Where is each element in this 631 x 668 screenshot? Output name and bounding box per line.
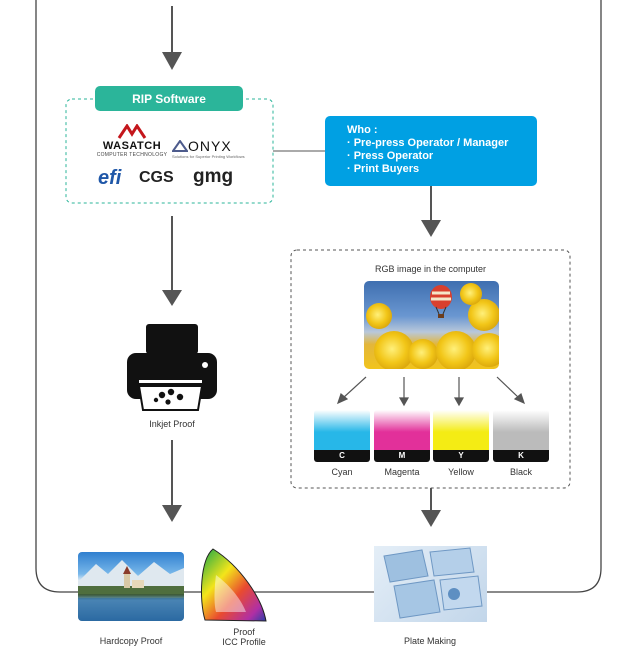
icc-label-line2: ICC Profile <box>222 637 266 647</box>
cyan-label: Cyan <box>331 467 353 477</box>
hot-air-balloon-icon <box>430 285 452 318</box>
hardcopy-proof-label: Hardcopy Proof <box>99 636 163 646</box>
who-heading: Who : <box>347 124 378 136</box>
onyx-logo: ONYX Solutions for Superior Printing Wor… <box>172 138 246 160</box>
magenta-label: Magenta <box>384 467 420 477</box>
wasatch-name: WASATCH <box>102 140 162 152</box>
separation-arrows <box>337 376 525 407</box>
arrow-printer-hardcopy-head <box>162 505 182 522</box>
wasatch-tagline: COMPUTER TECHNOLOGY <box>96 152 168 158</box>
onyx-mark-icon <box>172 140 188 152</box>
black-swatch <box>493 410 549 450</box>
printing-plate-icon <box>383 547 483 619</box>
rgb-photo <box>364 281 499 369</box>
black-label: Black <box>509 467 532 477</box>
yellow-label: Yellow <box>448 467 474 477</box>
color-gamut-icon <box>201 548 267 622</box>
separation-yellow: Y <box>433 410 489 462</box>
arrow-rgb-plate-head <box>421 510 441 527</box>
inkjet-proof-label: Inkjet Proof <box>149 419 195 429</box>
who-item-prepress: · Pre-press Operator / Manager <box>347 137 509 149</box>
cyan-swatch <box>314 410 370 450</box>
magenta-swatch <box>374 410 430 450</box>
rip-software-title: RIP Software <box>132 91 206 106</box>
arrow-rip-printer-head <box>162 290 182 306</box>
hardcopy-proof-photo <box>78 552 184 621</box>
onyx-tagline: Solutions for Superior Printing Workflow… <box>172 154 245 159</box>
onyx-name: ONYX <box>188 138 232 154</box>
icc-label-line1: Proof <box>233 627 255 637</box>
plate-making-photo <box>374 546 487 622</box>
rgb-caption: RGB image in the computer <box>374 264 487 274</box>
plate-making-label: Plate Making <box>403 636 457 646</box>
printer-icon <box>127 324 217 411</box>
yellow-swatch <box>433 410 489 450</box>
separation-black: K <box>493 410 549 462</box>
separation-cyan: C <box>314 410 370 462</box>
who-item-print-buyers: · Print Buyers <box>347 163 420 175</box>
yellow-letter: Y <box>433 450 489 462</box>
efi-logo: efi <box>98 167 122 189</box>
lake-castle-icon <box>78 560 184 621</box>
arrow-top-head <box>162 52 182 70</box>
rip-software-badge: RIP Software <box>95 86 243 111</box>
arrow-who-rgb-head <box>421 220 441 237</box>
magenta-letter: M <box>374 450 430 462</box>
wasatch-logo: WASATCH COMPUTER TECHNOLOGY <box>96 124 168 160</box>
cgs-logo: CGS <box>139 169 174 186</box>
gmg-logo: gmg <box>193 166 234 187</box>
black-letter: K <box>493 450 549 462</box>
who-box: Who : · Pre-press Operator / Manager · P… <box>325 116 537 186</box>
separation-magenta: M <box>374 410 430 462</box>
who-item-press-operator: · Press Operator <box>347 150 434 162</box>
cyan-letter: C <box>314 450 370 462</box>
wasatch-mark-icon <box>117 124 147 139</box>
